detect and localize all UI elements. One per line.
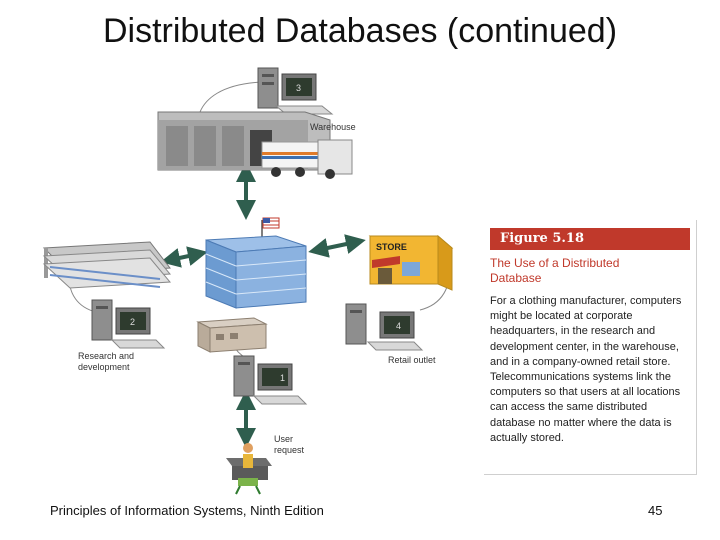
research-computer: 2 Research and development	[78, 299, 166, 372]
warehouse-computer: 3	[257, 67, 334, 115]
figure-heading: The Use of a Distributed Database	[490, 256, 690, 286]
figure-badge: Figure 5.18	[490, 228, 690, 250]
user-label-line2: request	[274, 445, 305, 455]
user-label-line1: User	[274, 434, 293, 444]
figure-heading-line2: Database	[490, 271, 542, 285]
footer-text: Principles of Information Systems, Ninth…	[50, 503, 324, 518]
arrow-research-hq	[160, 246, 208, 268]
arrow-hq-store	[308, 234, 366, 258]
page-number: 45	[648, 503, 663, 518]
distributed-database-diagram: 3 Warehouse 2 Research and de	[42, 67, 454, 495]
location-number-2: 2	[130, 317, 135, 327]
figure-heading-line1: The Use of a Distributed	[490, 256, 620, 270]
store-sign: STORE	[376, 242, 407, 252]
figure-caption-panel: Figure 5.18 The Use of a Distributed Dat…	[484, 220, 697, 475]
retail-computer: 4 Retail outlet	[345, 303, 436, 365]
store-building: STORE	[368, 234, 454, 291]
mainframe-computer	[196, 317, 268, 353]
location-number-4: 4	[396, 321, 401, 331]
research-label-line1: Research and	[78, 351, 134, 361]
location-number-1: 1	[280, 373, 285, 383]
user-at-workstation: User request	[226, 434, 305, 495]
connector-line	[199, 81, 263, 113]
research-label-line2: development	[78, 362, 130, 372]
headquarters-computer: 1	[233, 355, 308, 405]
warehouse-building: Warehouse	[157, 111, 356, 179]
research-building	[42, 241, 172, 289]
warehouse-label: Warehouse	[310, 122, 356, 132]
location-number-3: 3	[296, 83, 301, 93]
slide-title: Distributed Databases (continued)	[102, 12, 618, 50]
headquarters-building	[205, 217, 307, 309]
figure-caption-text: For a clothing manufacturer, computers m…	[490, 295, 682, 444]
retail-label: Retail outlet	[388, 355, 436, 365]
